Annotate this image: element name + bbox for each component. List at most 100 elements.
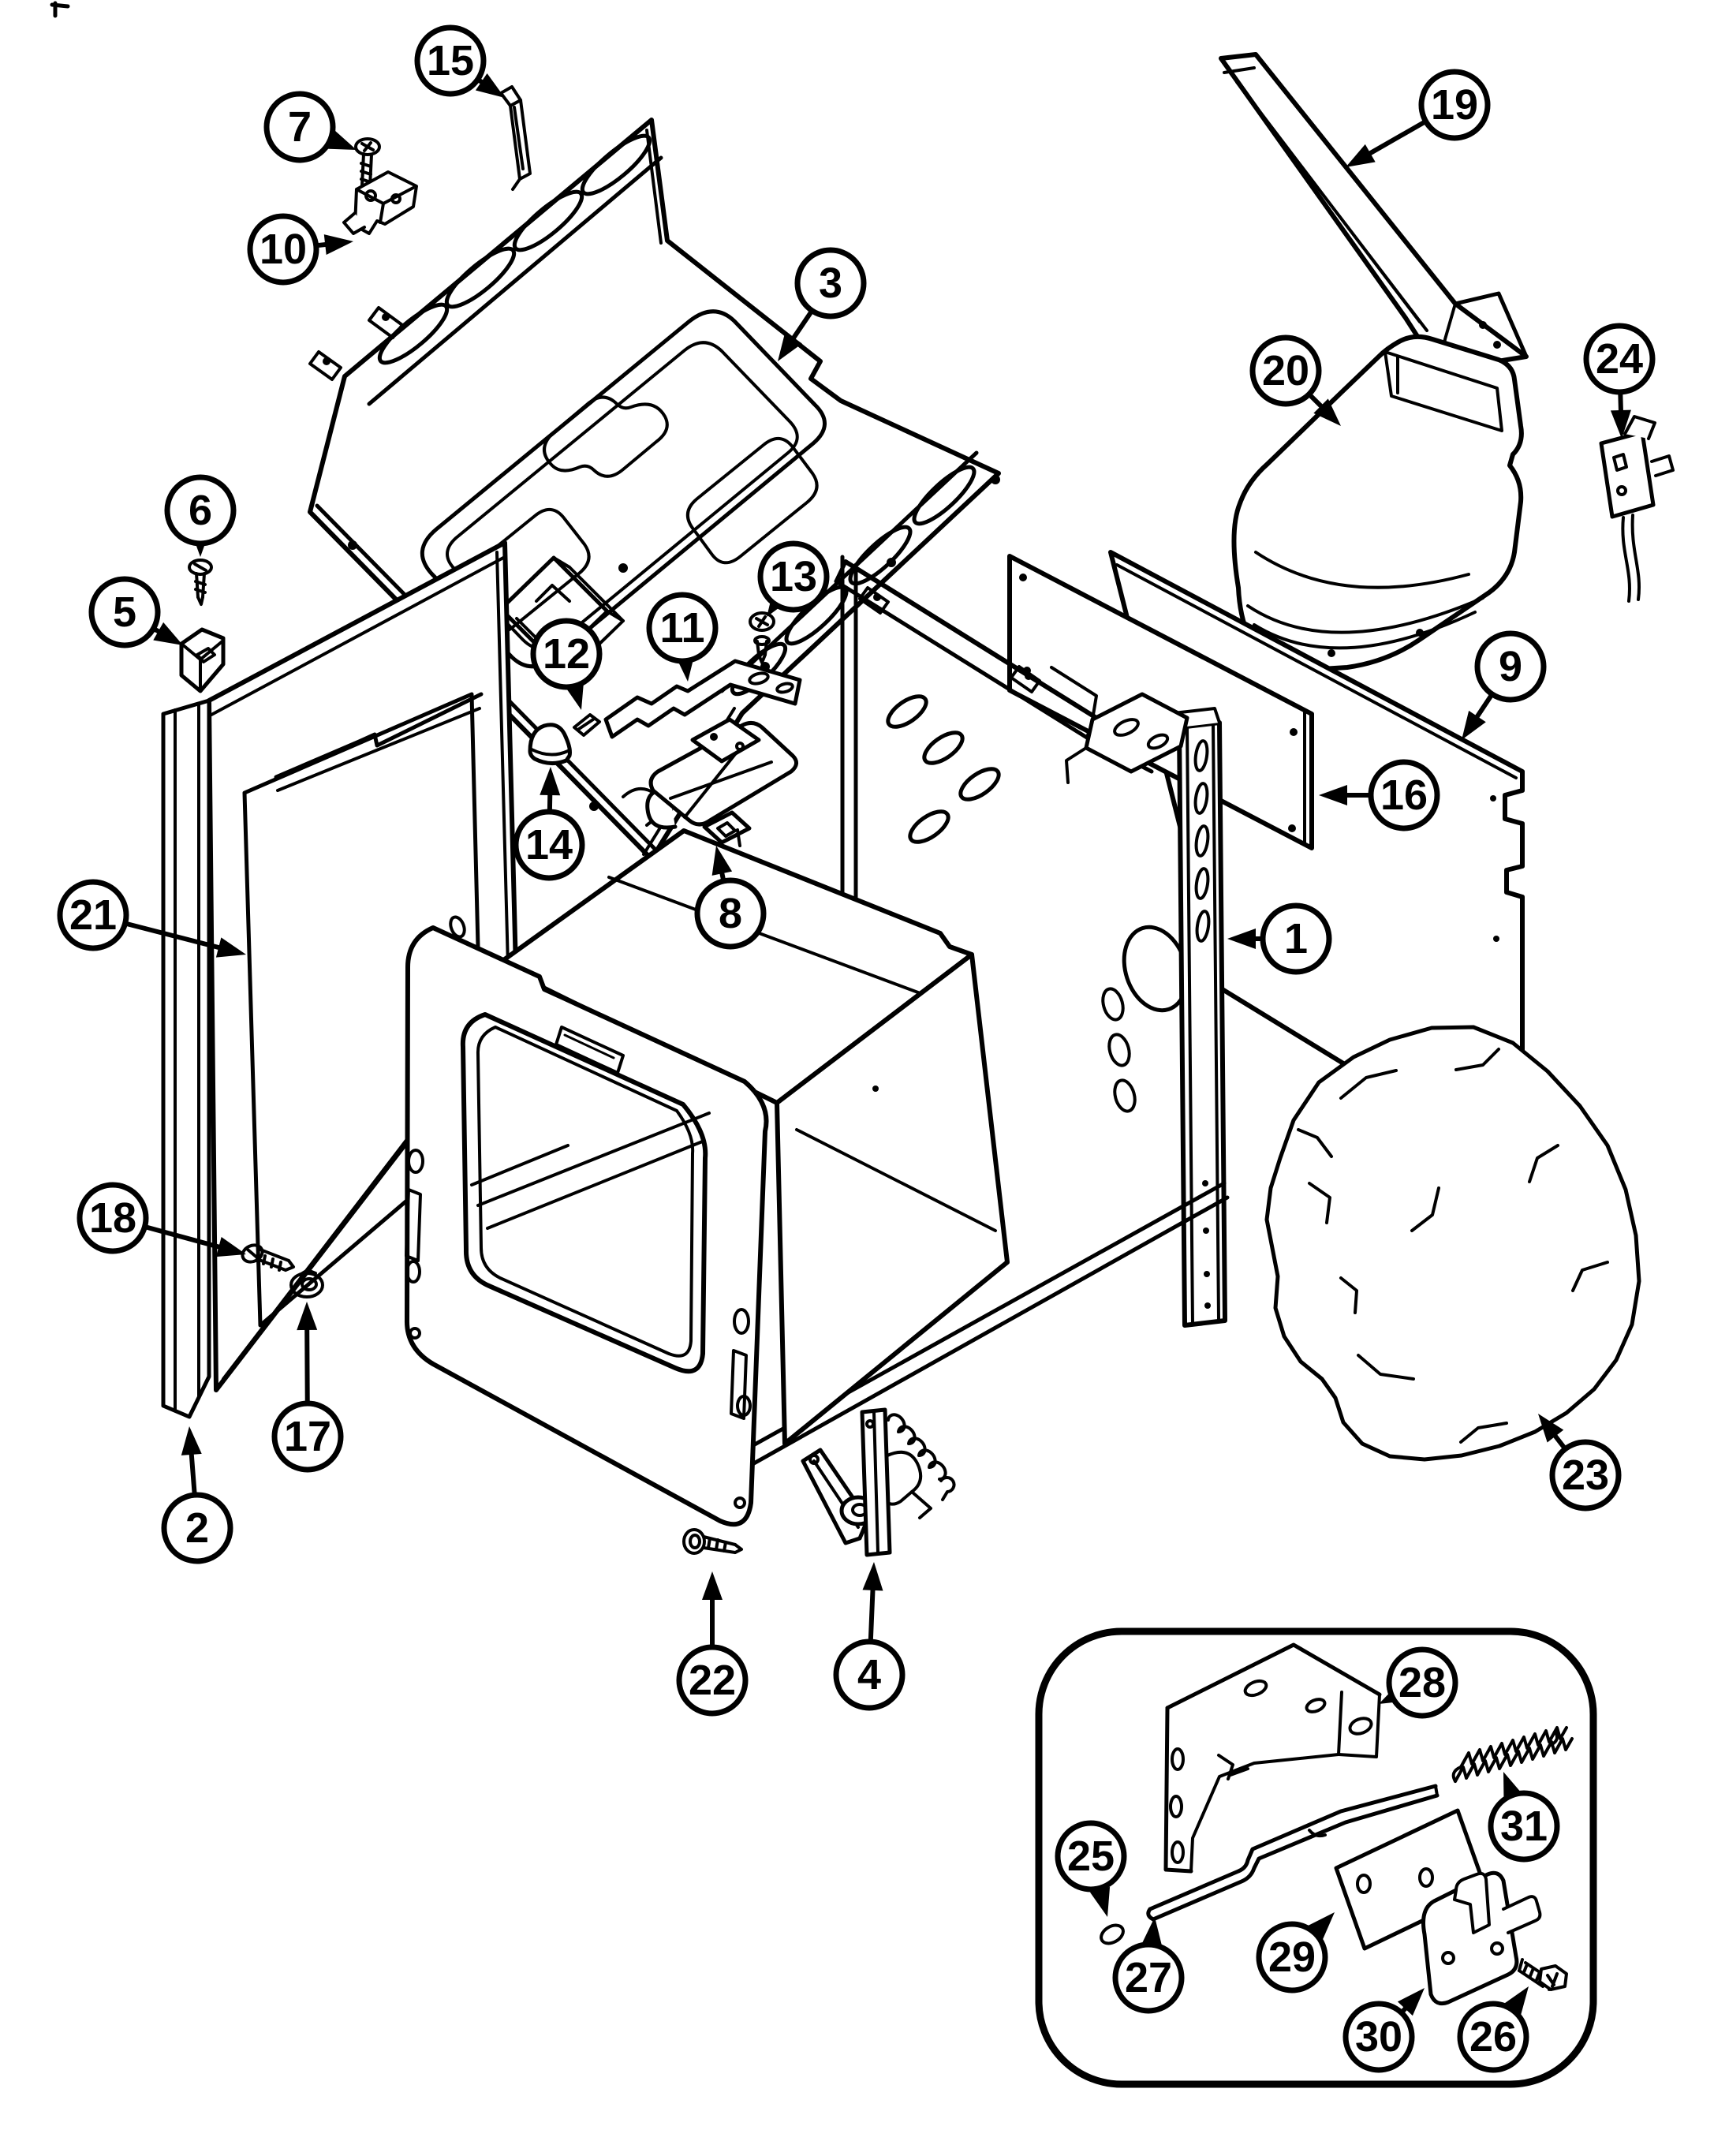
callout-7: 7 <box>263 91 357 163</box>
callout-arrowhead <box>1610 409 1631 439</box>
callout-9: 9 <box>1462 630 1547 740</box>
callout-arrowhead <box>1307 1912 1335 1941</box>
screw-6 <box>188 559 213 606</box>
callout-circle <box>1342 2001 1415 2073</box>
callout-arrowhead <box>540 767 561 796</box>
callout-arrowhead <box>475 73 505 98</box>
floor-pan-edge <box>674 1181 1230 1503</box>
callout-number: 15 <box>427 37 474 84</box>
callout-4: 4 <box>833 1562 906 1711</box>
callout-arrowhead <box>153 622 183 645</box>
callout-number: 10 <box>260 226 307 273</box>
callout-number: 8 <box>719 890 742 937</box>
callout-circle <box>646 592 719 664</box>
callout-arrowhead <box>702 1571 723 1600</box>
callout-16: 16 <box>1319 759 1440 831</box>
side-trim-2 <box>161 698 211 1419</box>
callout-number: 30 <box>1355 2013 1402 2061</box>
callout-arrowhead <box>862 1562 883 1591</box>
callout-number: 7 <box>288 103 312 151</box>
callout-number: 26 <box>1469 2013 1517 2061</box>
callout-arrowhead <box>215 937 246 958</box>
callout-leader <box>1364 118 1428 159</box>
oven-front-frame <box>404 925 769 1527</box>
callout-arrowhead <box>1227 929 1256 949</box>
clip-12 <box>573 713 601 737</box>
callout-number: 1 <box>1284 915 1308 962</box>
callout-1: 1 <box>1227 902 1332 975</box>
callout-circle <box>757 540 830 613</box>
left-side-panel-21 <box>207 540 519 1392</box>
callout-arrowhead <box>1346 144 1376 167</box>
callout-19: 19 <box>1346 69 1491 167</box>
callout-circle <box>1249 334 1322 407</box>
callout-17: 17 <box>271 1302 344 1473</box>
screw-13 <box>749 611 775 664</box>
callout-leader <box>142 1224 226 1251</box>
callout-arrowhead <box>711 846 733 876</box>
support-bracket-11 <box>603 659 802 739</box>
callout-circle <box>1549 1439 1622 1511</box>
callout-number: 6 <box>189 487 212 534</box>
callout-circle <box>271 1400 344 1473</box>
callout-2: 2 <box>161 1426 233 1564</box>
callout-arrowhead <box>1319 785 1347 805</box>
callout-circle <box>676 1644 749 1717</box>
callout-15: 15 <box>414 24 505 98</box>
callout-circle <box>1260 902 1332 975</box>
screw-18 <box>241 1243 295 1272</box>
callout-12: 12 <box>530 618 603 710</box>
callout-circle <box>263 91 336 163</box>
callout-circle <box>1488 1790 1560 1863</box>
callout-28: 28 <box>1379 1646 1458 1719</box>
callout-8: 8 <box>694 846 767 950</box>
callout-leader <box>122 921 226 951</box>
push-cap-14 <box>528 723 572 765</box>
callout-arrowhead <box>1538 1414 1564 1443</box>
callout-circle <box>1256 1921 1328 1993</box>
callout-arrowhead <box>778 331 802 361</box>
callout-circle <box>88 576 161 648</box>
callout-circle <box>833 1638 906 1711</box>
callout-circle <box>77 1182 149 1254</box>
callout-circle <box>694 877 767 950</box>
callout-30: 30 <box>1342 1988 1425 2073</box>
callout-arrowhead <box>1089 1886 1111 1917</box>
thermostat-8 <box>645 717 798 858</box>
callout-23: 23 <box>1538 1414 1622 1511</box>
callout-3: 3 <box>778 247 867 361</box>
callout-31: 31 <box>1488 1772 1560 1863</box>
bolt-26 <box>1518 1958 1568 1991</box>
callout-6: 6 <box>164 474 237 557</box>
callout-arrowhead <box>297 1302 318 1331</box>
callout-number: 13 <box>770 553 817 600</box>
callout-number: 5 <box>113 589 136 636</box>
callout-number: 31 <box>1500 1803 1548 1850</box>
vent-duct-19 <box>1219 52 1529 373</box>
callout-22: 22 <box>676 1571 749 1717</box>
callout-arrowhead <box>1313 398 1341 426</box>
callout-number: 22 <box>689 1657 736 1704</box>
callout-circle <box>1386 1646 1458 1719</box>
callout-circle <box>794 247 867 319</box>
callout-leader <box>868 1582 876 1645</box>
callout-leader <box>1472 691 1495 723</box>
callout-circle <box>1055 1820 1127 1893</box>
callout-14: 14 <box>513 767 585 881</box>
callout-arrowhead <box>1462 710 1486 740</box>
door-switch-30 <box>1421 1870 1542 2006</box>
callout-circle <box>414 24 487 97</box>
callout-circle <box>1368 759 1440 831</box>
callout-number: 23 <box>1562 1452 1609 1499</box>
callout-5: 5 <box>88 576 183 648</box>
page-mark <box>50 1 70 18</box>
callout-number: 2 <box>185 1504 209 1552</box>
clip-15 <box>499 85 532 191</box>
callout-circle <box>530 618 603 690</box>
callout-circle <box>161 1492 233 1564</box>
callout-leader <box>304 1322 310 1407</box>
callout-number: 9 <box>1499 643 1522 690</box>
callout-number: 4 <box>857 1651 881 1698</box>
